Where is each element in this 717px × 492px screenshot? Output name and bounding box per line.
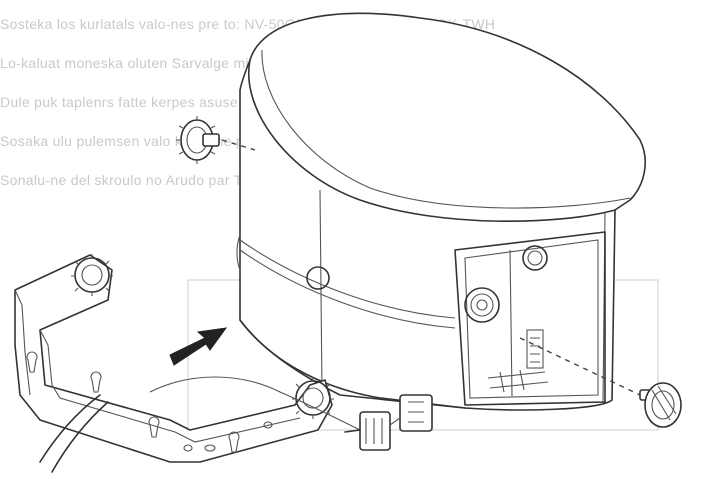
- knob-icon: [176, 116, 220, 164]
- arrow-icon: [169, 327, 228, 366]
- recess-gear: [464, 287, 500, 323]
- side-hole: [306, 266, 330, 290]
- terminal-recess: [454, 231, 606, 406]
- screw-wheel-icon: [519, 337, 682, 428]
- speaker-cable: [39, 376, 361, 473]
- speaker-housing: [236, 12, 646, 411]
- connector-icon: [344, 394, 433, 451]
- mounting-bracket: [14, 254, 334, 463]
